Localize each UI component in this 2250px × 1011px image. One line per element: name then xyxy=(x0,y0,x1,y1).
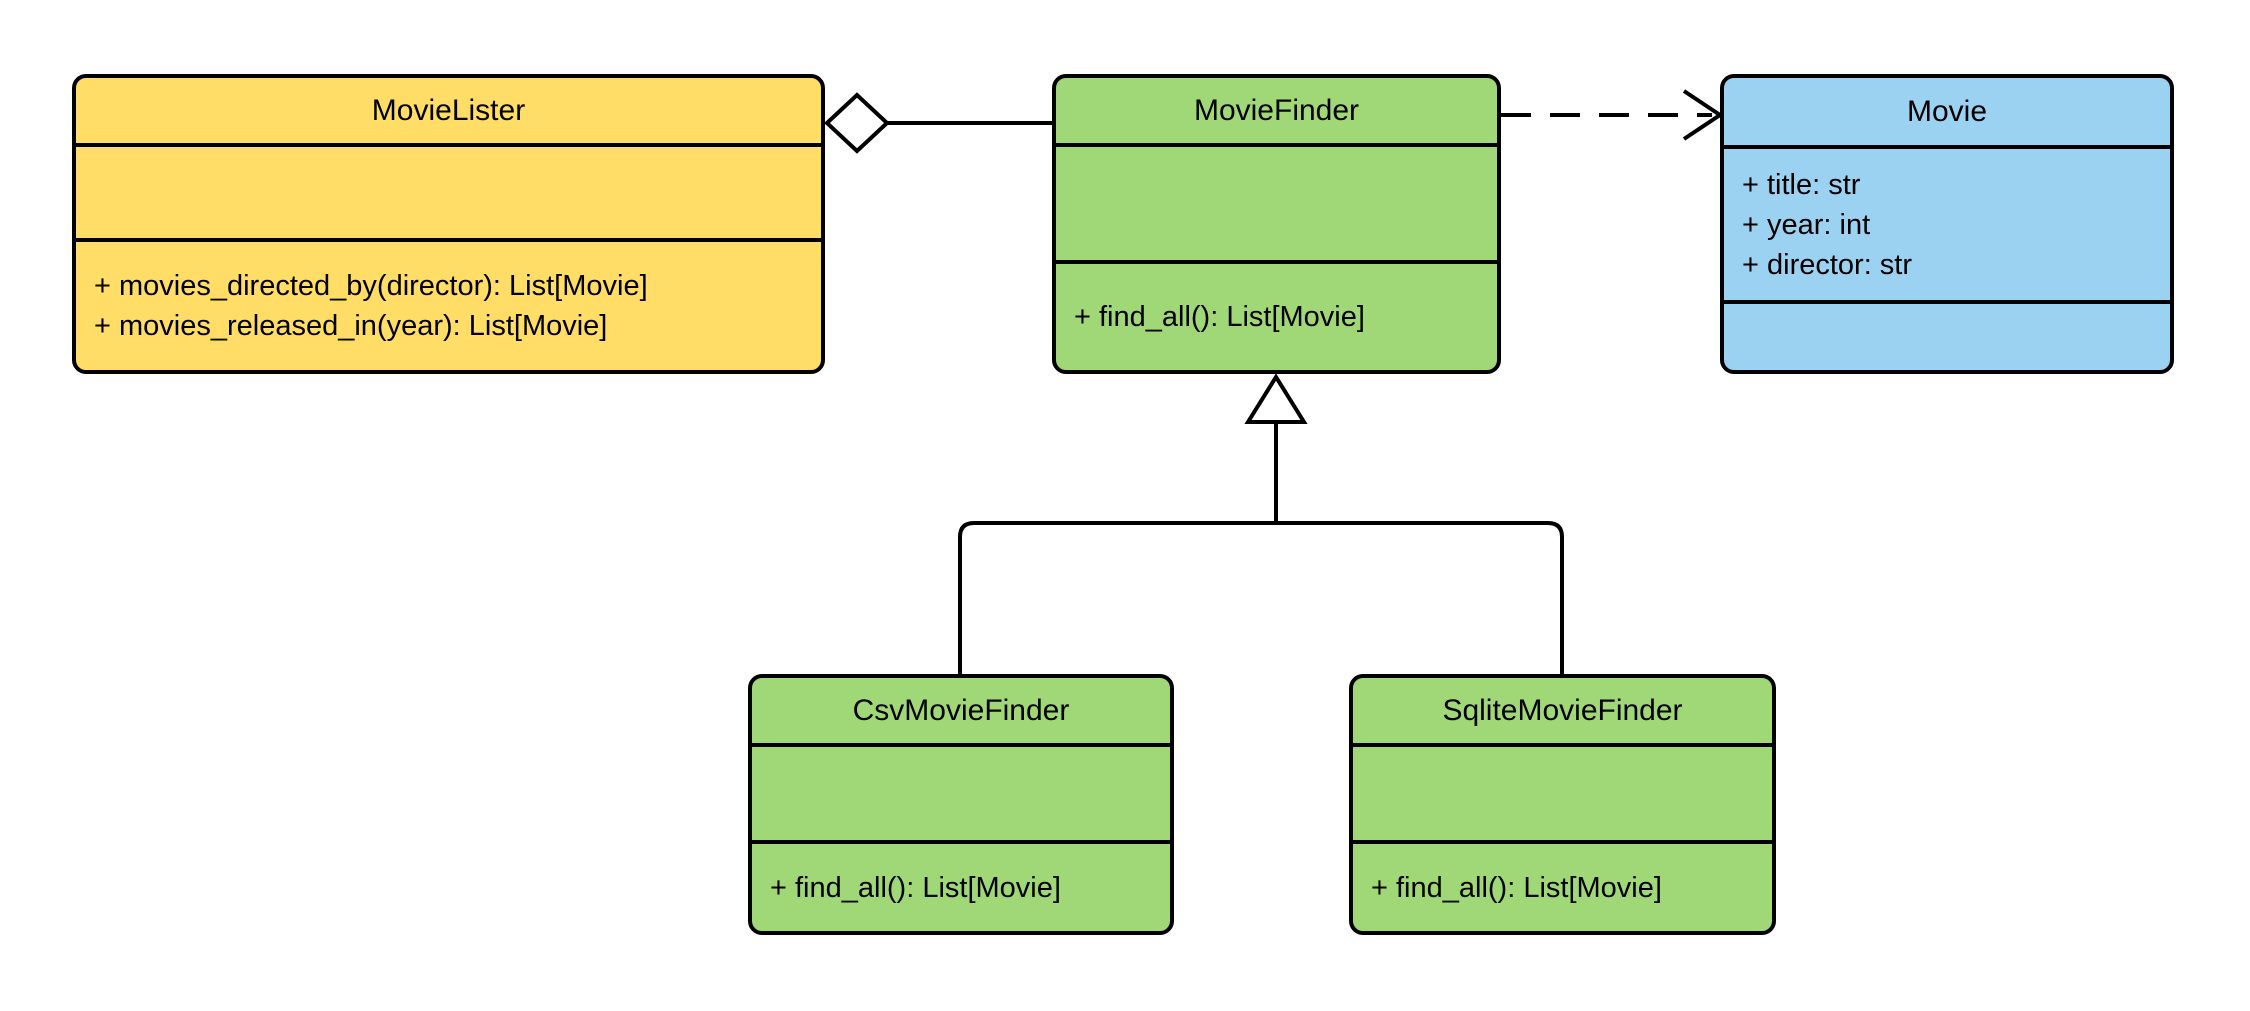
inheritance-triangle-icon xyxy=(1244,373,1308,424)
method-label: + find_all(): List[Movie] xyxy=(770,871,1061,904)
class-box-moviefinder[interactable]: MovieFinder + find_all(): List[Movie] xyxy=(1052,74,1501,374)
dependency-arrowhead-icon xyxy=(1682,89,1724,141)
aggregation-diamond-icon xyxy=(824,92,890,154)
methods-compartment: + find_all(): List[Movie] xyxy=(1353,840,1772,931)
attributes-compartment xyxy=(752,743,1170,840)
edge-inheritance-tree[interactable] xyxy=(958,373,1564,674)
methods-compartment: + find_all(): List[Movie] xyxy=(752,840,1170,931)
class-title: MovieFinder xyxy=(1193,93,1360,127)
method-label: + movies_released_in(year): List[Movie] xyxy=(94,310,608,342)
method-label: + movies_directed_by(director): List[Mov… xyxy=(94,270,648,302)
class-title: CsvMovieFinder xyxy=(852,693,1070,727)
class-box-movielister[interactable]: MovieLister + movies_directed_by(directo… xyxy=(72,74,825,374)
class-box-csvmoviefinder[interactable]: CsvMovieFinder + find_all(): List[Movie] xyxy=(748,674,1174,935)
edge-dependency-moviefinder-movie[interactable] xyxy=(1501,89,1724,141)
class-title: MovieLister xyxy=(371,93,526,127)
edge-aggregation-movielister-moviefinder[interactable] xyxy=(824,92,1052,154)
attributes-compartment: + title: str + year: int + director: str xyxy=(1724,145,2170,300)
attributes-compartment xyxy=(76,143,821,238)
attribute-label: + title: str xyxy=(1742,168,1861,201)
method-label: + find_all(): List[Movie] xyxy=(1074,301,1365,333)
attribute-label: + year: int xyxy=(1742,208,1871,241)
methods-compartment xyxy=(1724,300,2170,370)
class-title: SqliteMovieFinder xyxy=(1442,693,1683,727)
attribute-label: + director: str xyxy=(1742,248,1913,281)
class-box-sqlitemoviefinder[interactable]: SqliteMovieFinder + find_all(): List[Mov… xyxy=(1349,674,1776,935)
class-box-movie[interactable]: Movie + title: str + year: int + directo… xyxy=(1720,74,2174,374)
class-title: Movie xyxy=(1906,94,1988,128)
attributes-compartment xyxy=(1056,143,1497,260)
method-label: + find_all(): List[Movie] xyxy=(1371,871,1662,904)
methods-compartment: + find_all(): List[Movie] xyxy=(1056,260,1497,370)
attributes-compartment xyxy=(1353,743,1772,840)
methods-compartment: + movies_directed_by(director): List[Mov… xyxy=(76,238,821,370)
